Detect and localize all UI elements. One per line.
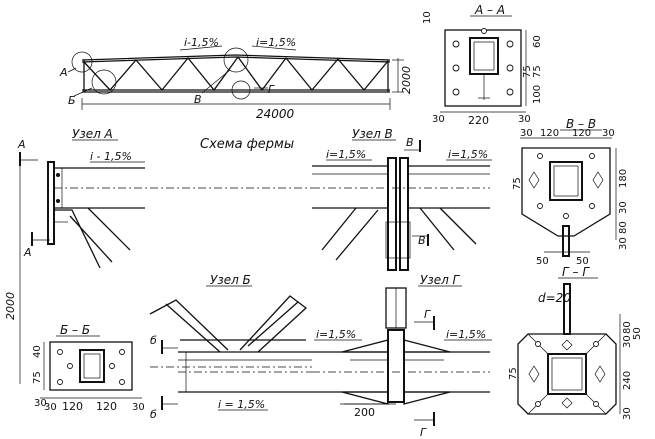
bb-dim-5: 120 [96, 400, 117, 413]
vv-dim-0: 30 [520, 128, 533, 139]
bb-dim-2: 30 [34, 398, 47, 409]
bb-dim-0: 40 [32, 345, 43, 358]
gg-dim-0: 80 [622, 321, 633, 334]
node-g-slope-right: i=1,5% [446, 328, 486, 341]
aa-dim-1: 60 [532, 35, 543, 48]
node-a-title: Узел А [72, 127, 113, 141]
node-g-slope-left: i=1,5% [316, 328, 356, 341]
gg-dim-2: 50 [632, 327, 643, 340]
node-b-cut-bottom: б [150, 408, 157, 421]
bb-dim-6: 30 [132, 402, 145, 413]
truss-height: 2000 [400, 66, 413, 94]
section-vv-title: В – В [566, 117, 596, 131]
vv-dim-9: 50 [536, 256, 549, 267]
gg-dim-1: 30 [622, 335, 633, 348]
section-g-g: d=20 80 30 50 75 240 30 [508, 283, 643, 420]
node-g: Узел Г Г Г i=1,5% i=1,5% 200 [312, 273, 492, 439]
vv-dim-4: 75 [512, 177, 523, 190]
node-g-title: Узел Г [420, 273, 461, 287]
truss-slope-right: i=1,5% [256, 36, 296, 49]
vv-dim-2: 120 [572, 128, 591, 139]
section-aa-title: А – А [474, 3, 505, 17]
gg-dim-5: 30 [622, 407, 633, 420]
node-a-cut-top: А [17, 138, 26, 151]
truss-label-a: А [59, 66, 68, 79]
node-b-title: Узел Б [210, 273, 251, 287]
aa-dim-6: 220 [468, 114, 489, 127]
vv-dim-10: 50 [576, 256, 589, 267]
vv-dim-5: 180 [618, 169, 629, 188]
bb-dim-1: 75 [32, 371, 43, 384]
gg-dim-4: 240 [622, 371, 633, 390]
node-v-cut-bottom: В [418, 234, 426, 247]
section-b-b: Б – Б 40 75 30 30 120 120 30 [32, 323, 145, 413]
bb-dim-4: 120 [62, 400, 83, 413]
node-b: Узел Б б б i = 1,5% [149, 273, 312, 421]
aa-dim-0: 10 [422, 11, 433, 24]
section-gg-label: Г – Г [562, 265, 590, 279]
section-a-a: А – А 10 60 75 75 100 30 220 30 [422, 3, 543, 127]
bb-dim-3: 30 [44, 402, 57, 413]
node-g-cut-top: Г [424, 308, 431, 321]
truss-title: Схема фермы [200, 137, 294, 152]
aa-dim-4: 100 [532, 85, 543, 104]
vv-dim-1: 120 [540, 128, 559, 139]
node-a: Узел А i - 1,5% А А 2000 [4, 127, 150, 384]
aa-dim-7: 30 [518, 114, 531, 125]
node-v-marker [223, 47, 249, 73]
vv-dim-7: 80 [618, 221, 629, 234]
node-g-cut-bottom: Г [420, 426, 427, 439]
node-a-slope: i - 1,5% [90, 150, 132, 163]
node-g-dim: 200 [354, 406, 375, 419]
node-b-marker [91, 69, 117, 95]
truss-label-v: В [194, 93, 202, 106]
node-b-slope: i = 1,5% [218, 398, 265, 411]
truss-scheme: А Б В Г i-1,5% i=1,5% 24000 2000 [59, 36, 413, 121]
vv-dim-3: 30 [602, 128, 615, 139]
truss-span: 24000 [256, 107, 295, 121]
truss-label-g: Г [268, 83, 275, 96]
section-gg-diameter: d=20 [538, 291, 571, 305]
vv-dim-6: 30 [618, 201, 629, 214]
section-v-v: В – В 30 120 120 30 50 50 75 180 30 80 3… [512, 117, 629, 279]
vv-dim-8: 30 [618, 237, 629, 250]
node-v: Узел В В i=1,5% i=1,5% В [312, 127, 492, 271]
aa-dim-2: 75 [532, 65, 543, 78]
truss-slope-left: i-1,5% [184, 36, 219, 49]
node-g-marker [231, 80, 251, 100]
node-b-cut-top: б [150, 334, 157, 347]
node-v-slope-left: i=1,5% [326, 148, 366, 161]
node-v-slope-right: i=1,5% [448, 148, 488, 161]
node-a-cut-bottom: А [23, 246, 32, 259]
node-v-title: Узел В [352, 127, 393, 141]
node-a-marker [71, 51, 93, 73]
aa-dim-3: 75 [522, 65, 533, 78]
truss-label-b: Б [68, 94, 76, 107]
node-a-height: 2000 [4, 292, 17, 320]
gg-dim-3: 75 [508, 367, 519, 380]
section-bb-title: Б – Б [60, 323, 90, 337]
aa-dim-5: 30 [432, 114, 445, 125]
node-v-cut-top: В [406, 136, 414, 149]
